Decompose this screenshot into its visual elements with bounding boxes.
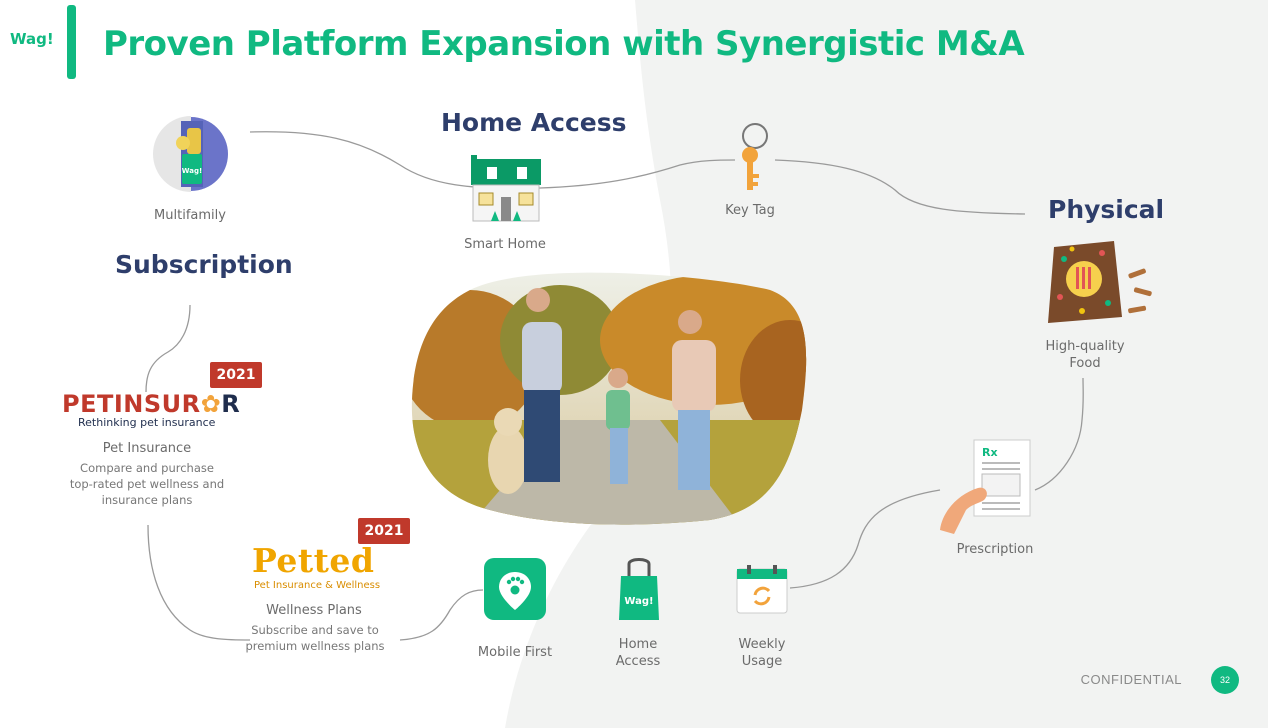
- mobile-first-label: Mobile First: [477, 645, 553, 660]
- weekly-usage-label: Weekly Usage: [722, 636, 802, 670]
- page-number: 32: [1211, 666, 1239, 694]
- family-walking-dog-photo: [410, 270, 810, 530]
- petted-logo: Petted: [252, 541, 375, 580]
- calendar-icon: [735, 565, 789, 620]
- rx-text: Rx: [982, 446, 998, 459]
- high-quality-food-label: High-quality Food: [1045, 339, 1125, 371]
- home-access-label-line1: Home: [618, 637, 658, 652]
- home-access-label-line2: Access: [615, 654, 661, 669]
- petted-tagline: Pet Insurance & Wellness: [254, 580, 381, 591]
- paw-icon: ✿: [200, 390, 222, 418]
- heading-subscription: Subscription: [115, 250, 293, 279]
- confidential-label: CONFIDENTIAL: [1080, 672, 1182, 687]
- prescription-label: Prescription: [956, 542, 1034, 557]
- key-tag-label: Key Tag: [725, 203, 775, 218]
- weekly-usage-label-line2: Usage: [741, 654, 783, 669]
- smart-home-label: Smart Home: [464, 237, 546, 252]
- petinsurer-logo: PETINSUR✿R: [62, 390, 240, 418]
- petinsurer-tagline: Rethinking pet insurance: [78, 416, 216, 429]
- petinsurer-year-badge: 2021: [210, 362, 262, 388]
- page-title: Proven Platform Expansion with Synergist…: [103, 24, 1025, 64]
- wellness-plans-title: Wellness Plans: [266, 603, 362, 618]
- pet-insurance-description: Compare and purchase top-rated pet welln…: [69, 461, 225, 507]
- wag-bag-icon: Wag!: [615, 556, 663, 629]
- title-accent-bar: [67, 5, 76, 79]
- home-access-label: Home Access: [598, 636, 678, 670]
- pet-insurance-title: Pet Insurance: [102, 441, 192, 456]
- heading-physical: Physical: [1048, 195, 1165, 224]
- multifamily-tag-text: Wag!: [182, 167, 202, 175]
- bag-tag-text: Wag!: [624, 596, 653, 607]
- heading-home-access: Home Access: [441, 108, 627, 137]
- smart-home-icon: [469, 155, 543, 230]
- dog-food-bag-icon: [1042, 237, 1162, 334]
- petinsurer-logo-text: PETINSUR: [62, 390, 201, 418]
- multifamily-icon: Wag!: [153, 116, 229, 197]
- petted-year-badge: 2021: [358, 518, 410, 544]
- key-tag-icon: [735, 122, 775, 199]
- wag-logo: Wag!: [10, 30, 54, 48]
- multifamily-label: Multifamily: [154, 208, 226, 223]
- petinsurer-logo-tail: R: [221, 390, 241, 418]
- weekly-usage-label-line1: Weekly: [738, 637, 786, 652]
- mobile-app-icon: [484, 558, 546, 625]
- wellness-plans-description: Subscribe and save to premium wellness p…: [245, 623, 385, 653]
- prescription-icon: Rx: [938, 438, 1036, 545]
